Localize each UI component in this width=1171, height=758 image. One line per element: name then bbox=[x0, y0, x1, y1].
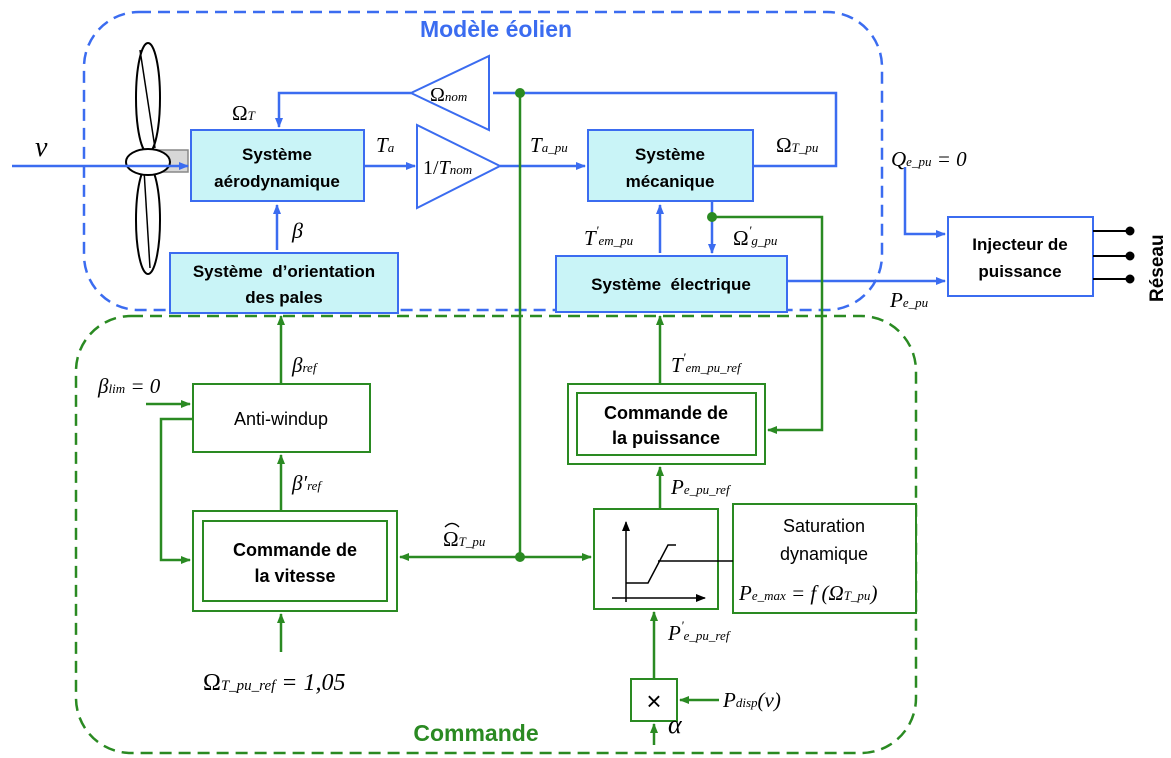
antiwindup-block: Anti-windup bbox=[192, 383, 371, 453]
svg-text:Commande de: Commande de bbox=[604, 403, 728, 423]
control-title: Commande bbox=[413, 720, 538, 746]
svg-text:Ωnom: Ωnom bbox=[430, 84, 467, 106]
control-connections bbox=[146, 215, 824, 745]
junction-omega-g bbox=[707, 212, 717, 222]
svg-text:des pales: des pales bbox=[245, 288, 323, 307]
label-p-disp: Pdisp(v) bbox=[722, 688, 781, 712]
label-ta-pu: Ta_pu bbox=[530, 133, 568, 157]
label-v: v bbox=[35, 132, 48, 163]
label-t-em-pu-ref: T'em_pu_ref bbox=[671, 350, 743, 377]
label-beta-ref-prime: β′ref bbox=[291, 471, 323, 495]
label-omega-hat: ΩT_pu bbox=[443, 527, 486, 551]
aerodynamic-system-block: Système aérodynamique bbox=[190, 129, 365, 202]
svg-text:Système d’orientation: Système d’orientation bbox=[193, 262, 375, 281]
svg-text:aérodynamique: aérodynamique bbox=[214, 172, 340, 191]
wind-model-title: Modèle éolien bbox=[420, 16, 572, 42]
label-p-e-pu-ref-prime: P'e_pu_ref bbox=[667, 618, 732, 645]
electrical-system-block: Système électrique bbox=[555, 255, 788, 313]
svg-text:la vitesse: la vitesse bbox=[254, 566, 335, 586]
svg-text:Système: Système bbox=[635, 145, 705, 164]
svg-text:Système: Système bbox=[242, 145, 312, 164]
svg-text:×: × bbox=[646, 686, 661, 716]
saturation-block bbox=[593, 508, 719, 610]
label-beta-lim: βlim = 0 bbox=[97, 374, 161, 398]
wind-turbine-icon bbox=[125, 42, 189, 275]
label-omega-t-pu: ΩT_pu bbox=[776, 133, 819, 157]
svg-text:puissance: puissance bbox=[978, 262, 1061, 281]
svg-text:Injecteur de: Injecteur de bbox=[972, 235, 1067, 254]
power-control-block: Commande de la puissance bbox=[567, 383, 766, 465]
svg-text:Système électrique: Système électrique bbox=[591, 275, 751, 294]
network-label: Réseau bbox=[1147, 234, 1168, 302]
dynamic-saturation-block: Saturation dynamique Pe_max = f (ΩT_pu) bbox=[732, 503, 917, 614]
hat-mark bbox=[444, 522, 460, 528]
label-omega-ref: ΩT_pu_ref = 1,05 bbox=[203, 670, 346, 696]
multiplier-block: × bbox=[630, 678, 678, 722]
junction-omega-top bbox=[515, 88, 525, 98]
label-p-e-pu: Pe_pu bbox=[889, 288, 929, 312]
label-beta-ref: βref bbox=[291, 353, 319, 377]
label-omega-g-pu: Ω'g_pu bbox=[733, 223, 778, 250]
pitch-system-block: Système d’orientation des pales bbox=[169, 252, 399, 314]
speed-control-block: Commande de la vitesse bbox=[192, 510, 398, 612]
svg-text:Commande de: Commande de bbox=[233, 540, 357, 560]
svg-text:Pe_max = f (ΩT_pu): Pe_max = f (ΩT_pu) bbox=[738, 581, 877, 605]
junction-omega-bottom bbox=[515, 552, 525, 562]
svg-text:1/Tnom: 1/Tnom bbox=[423, 157, 472, 179]
label-omega-t: ΩT bbox=[232, 101, 256, 125]
svg-text:Saturation: Saturation bbox=[783, 516, 865, 536]
omega-nom-gain: Ωnom bbox=[408, 54, 490, 132]
label-beta: β bbox=[291, 218, 303, 243]
wind-model-frame bbox=[82, 10, 884, 312]
svg-text:dynamique: dynamique bbox=[780, 544, 868, 564]
label-q-e-pu: Qe_pu = 0 bbox=[891, 147, 967, 171]
svg-text:mécanique: mécanique bbox=[626, 172, 715, 191]
inverse-tnom-gain: 1/Tnom bbox=[416, 123, 503, 210]
mechanical-system-block: Système mécanique bbox=[587, 129, 754, 202]
network-output bbox=[1093, 226, 1135, 284]
wind-model-connections bbox=[12, 91, 946, 285]
svg-text:Anti-windup: Anti-windup bbox=[234, 409, 328, 429]
label-p-e-pu-ref: Pe_pu_ref bbox=[670, 475, 732, 499]
label-t-em-pu: T'em_pu bbox=[584, 223, 634, 250]
label-alpha: α bbox=[668, 710, 683, 739]
label-ta: Ta bbox=[376, 133, 395, 157]
svg-text:la puissance: la puissance bbox=[612, 428, 720, 448]
power-injector-block: Injecteur de puissance bbox=[947, 216, 1094, 297]
